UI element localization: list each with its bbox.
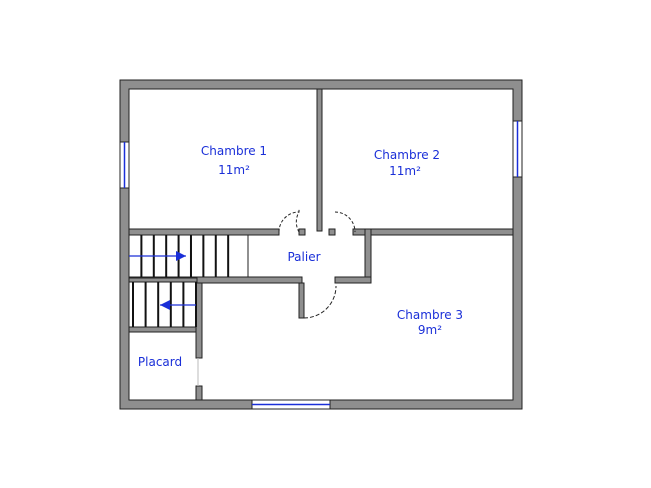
wall-palier-bottom-left [196, 276, 303, 284]
chambre-1-name: Chambre 1 [201, 144, 267, 158]
chambre-3-area: 9m² [418, 323, 442, 337]
placard-name: Placard [138, 355, 182, 369]
wall-door-stub [298, 282, 305, 319]
staircase [128, 234, 249, 328]
wall-stair-landing [128, 277, 198, 283]
door-chambre-2-arc [334, 211, 356, 233]
stair-arrow-lower-head [160, 300, 170, 310]
wall-palier-right [364, 228, 372, 284]
stair-arrow-upper-head [176, 251, 186, 261]
chambre-2-area: 11m² [389, 164, 421, 178]
wall-door-jamb-left [298, 228, 306, 236]
chambre-1-area: 11m² [218, 163, 250, 177]
palier-name: Palier [287, 250, 320, 264]
wall-between-chambre-1-and-2 [316, 88, 323, 232]
wall-placard-door-stub [195, 385, 203, 401]
door-chambre-3-arc [303, 285, 337, 319]
wall-placard-top [128, 326, 197, 333]
wall-chambre-1-bottom [128, 228, 280, 236]
chambre-3-name: Chambre 3 [397, 308, 463, 322]
wall-door-jamb-right [328, 228, 336, 236]
wall-chambre-2-bottom [352, 228, 514, 236]
chambre-2-name: Chambre 2 [374, 148, 440, 162]
wall-palier-bottom-right [334, 276, 372, 284]
door-chambre-1-arc [278, 211, 300, 233]
